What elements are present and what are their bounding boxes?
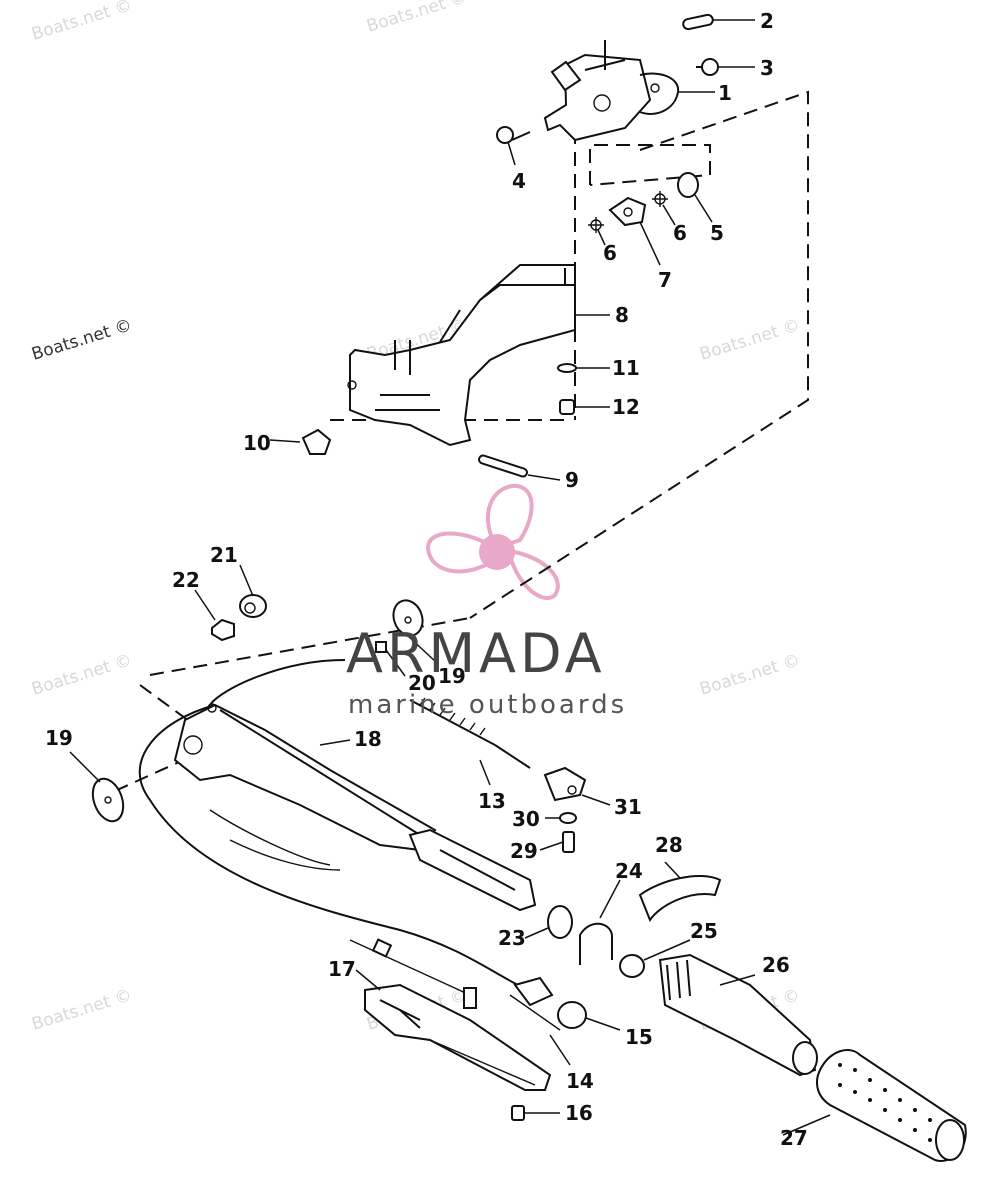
swivel-bracket-8 [347, 264, 576, 447]
label-11: 11 [612, 356, 640, 380]
top-bracket-part [543, 40, 680, 142]
spring-6-right [652, 191, 668, 207]
label-8: 8 [615, 303, 629, 327]
pin-9 [478, 454, 528, 478]
o-ring-23 [547, 905, 573, 939]
label-31: 31 [614, 795, 642, 819]
label-24: 24 [615, 859, 643, 883]
label-9: 9 [565, 468, 579, 492]
label-17: 17 [328, 957, 356, 981]
label-13: 13 [478, 789, 506, 813]
screw-3 [696, 58, 719, 76]
label-3: 3 [760, 56, 774, 80]
retainer-28 [638, 874, 722, 923]
washer-19-upper [392, 599, 424, 637]
assembly-line-inset [589, 144, 711, 186]
stop-switch-wire [209, 809, 331, 866]
label-2: 2 [760, 9, 774, 33]
label-16: 16 [565, 1101, 593, 1125]
clip-24 [579, 922, 613, 965]
label-20: 20 [408, 671, 436, 695]
cam-7 [608, 196, 647, 227]
label-19-lower: 19 [45, 726, 73, 750]
screw-16 [511, 1105, 525, 1121]
label-5: 5 [710, 221, 724, 245]
label-14: 14 [566, 1069, 594, 1093]
label-15: 15 [625, 1025, 653, 1049]
label-6-left: 6 [603, 241, 617, 265]
label-22: 22 [172, 568, 200, 592]
washer-19-lower [91, 777, 125, 823]
label-21: 21 [210, 543, 238, 567]
label-30: 30 [512, 807, 540, 831]
throttle-cable [138, 704, 541, 996]
leader-lines [69, 19, 831, 1136]
cap-15 [557, 1001, 587, 1029]
pin-2 [682, 13, 714, 31]
label-6-right: 6 [673, 221, 687, 245]
nut-20 [375, 641, 387, 653]
label-25: 25 [690, 919, 718, 943]
label-7: 7 [658, 268, 672, 292]
label-1: 1 [718, 81, 732, 105]
throttle-grip-26 [658, 953, 818, 1077]
washer-30 [559, 812, 577, 824]
assembly-line-bracket [469, 90, 809, 619]
label-19-upper: 19 [438, 664, 466, 688]
cap-10 [301, 428, 332, 455]
brand-tagline: marine outboards [348, 690, 628, 720]
brand-name: ARMADA [346, 622, 606, 685]
label-10: 10 [243, 431, 271, 455]
screw-29 [562, 831, 575, 853]
label-28: 28 [655, 833, 683, 857]
ring-5 [677, 172, 699, 198]
stop-switch-14 [509, 976, 561, 1031]
label-27: 27 [780, 1126, 808, 1150]
label-4: 4 [512, 169, 526, 193]
label-26: 26 [762, 953, 790, 977]
throttle-cam-17 [349, 938, 552, 1091]
stop-switch-wire-2 [229, 839, 341, 871]
screw-4 [496, 126, 531, 144]
nut-22 [211, 618, 235, 642]
label-18: 18 [354, 727, 382, 751]
o-ring-25 [619, 954, 645, 978]
handle-grip-27 [816, 1049, 967, 1162]
propeller-logo-icon [425, 483, 560, 601]
throttle-shaft-13 [409, 697, 531, 769]
bolt-12 [559, 399, 575, 415]
label-23: 23 [498, 926, 526, 950]
label-29: 29 [510, 839, 538, 863]
bushing-21 [239, 594, 267, 618]
throttle-link-31 [543, 766, 587, 802]
throttle-cable-return [209, 659, 346, 706]
washer-11 [557, 363, 577, 373]
spring-6-left [588, 217, 604, 233]
label-12: 12 [612, 395, 640, 419]
